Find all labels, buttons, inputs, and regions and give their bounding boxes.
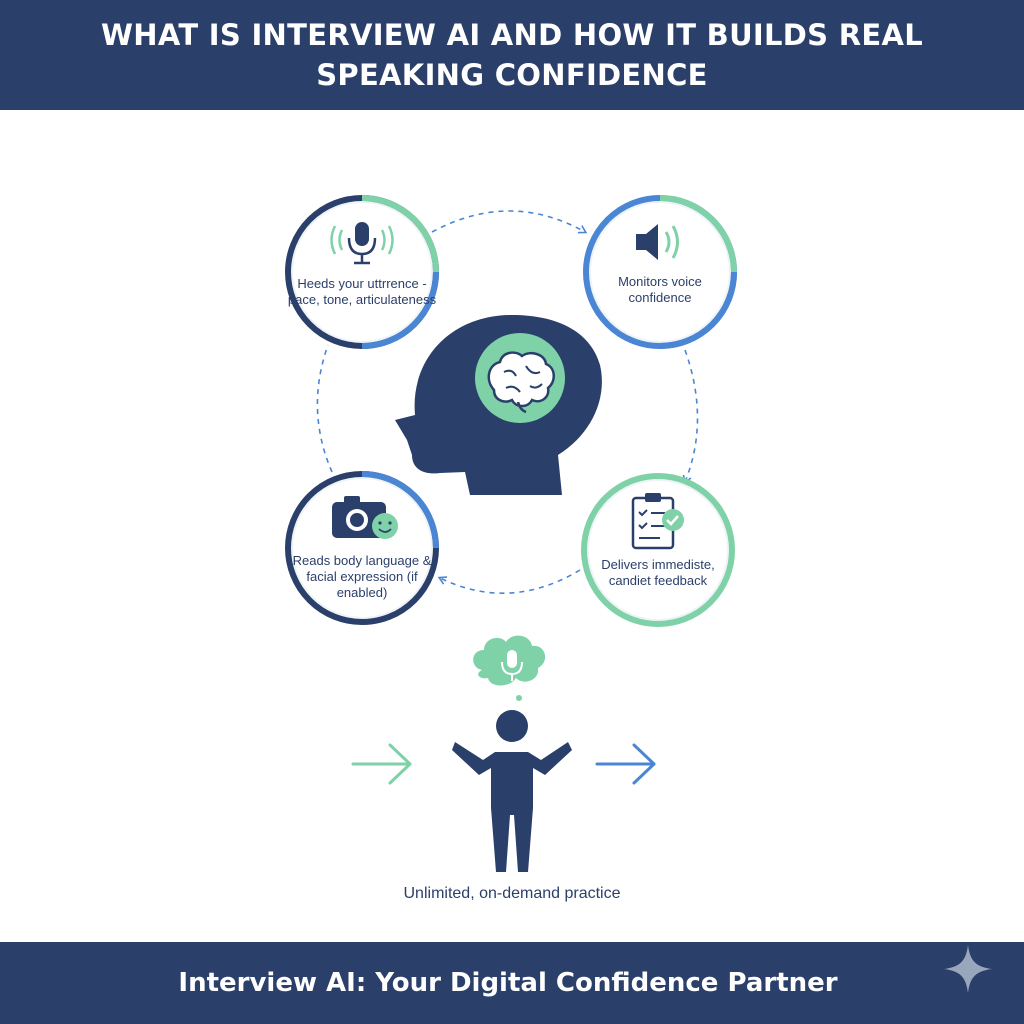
arrow-left [316, 344, 333, 473]
node-voice-label: Monitors voice confidence [618, 274, 702, 305]
microphone-icon [330, 222, 394, 265]
node-feedback-label: Delivers immediste, candiet feedback [601, 557, 715, 588]
page-title: WHAT IS INTERVIEW AI AND HOW IT BUILDS R… [100, 18, 924, 92]
arrow-top [431, 210, 585, 232]
arrow-bottom [440, 569, 581, 594]
node-utterance-label: Heeds your uttrrence - pace, tone, artic… [287, 276, 437, 307]
header-band: WHAT IS INTERVIEW AI AND HOW IT BUILDS R… [0, 0, 1024, 110]
checklist-icon [631, 493, 684, 550]
footer-band: Interview AI: Your Digital Confidence Pa… [0, 942, 1024, 1024]
arrow-left-green [351, 743, 412, 785]
node-body-language [285, 471, 439, 625]
node-feedback [581, 473, 735, 627]
person-icon [452, 710, 572, 872]
node-voice [583, 195, 737, 349]
practice-caption: Unlimited, on-demand practice [403, 885, 621, 902]
smiley-icon [372, 513, 398, 539]
speaker-icon [636, 224, 679, 260]
node-utterance [285, 195, 439, 349]
head-brain-icon [395, 315, 602, 495]
node-body-language-label: Reads body language & facial expression … [292, 553, 432, 600]
thought-cloud-icon [473, 635, 546, 701]
sparkle-icon [944, 945, 992, 993]
connector-arrows [316, 210, 699, 594]
footer-title: Interview AI: Your Digital Confidence Pa… [178, 968, 838, 998]
arrow-right-blue [595, 743, 656, 785]
arrow-right [685, 349, 699, 482]
